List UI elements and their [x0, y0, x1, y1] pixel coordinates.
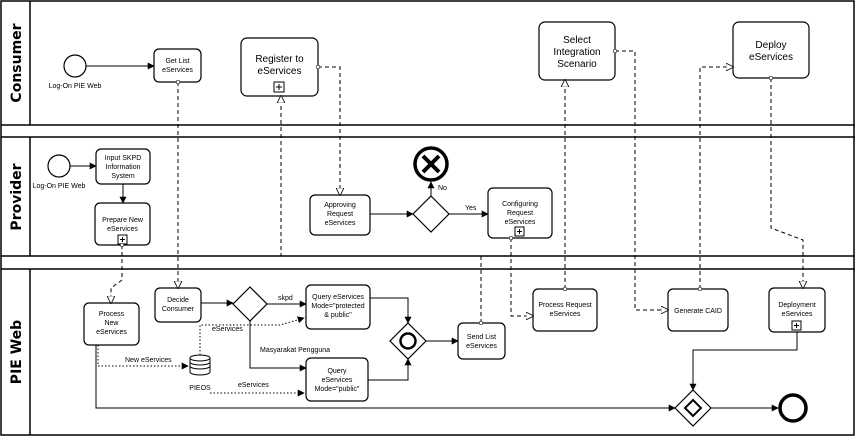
svg-text:Prepare New: Prepare New: [102, 217, 144, 224]
no-label: No: [438, 185, 447, 192]
pieweb-end-event: [778, 393, 808, 423]
svg-text:Generate CAID: Generate CAID: [674, 308, 722, 315]
svg-text:eServices: eServices: [258, 66, 302, 77]
svg-text:Consumer: Consumer: [162, 306, 195, 313]
task-decide-consumer: Decide Consumer: [154, 287, 202, 323]
eservices-label-1: eServices: [212, 326, 243, 333]
task-register-to-eservices: Register to eServices: [240, 37, 319, 97]
skpd-label: skpd: [278, 295, 293, 302]
masyarakat-label: Masyarakat Pengguna: [260, 347, 330, 354]
pieos-label: PIEOS: [189, 385, 211, 392]
svg-text:eServices: eServices: [466, 343, 497, 350]
task-generate-caid: Generate CAID: [667, 288, 729, 332]
end-merge-gateway: [674, 389, 712, 427]
task-prepare-new-eservices: Prepare New eServices: [94, 202, 151, 246]
yes-label: Yes: [465, 205, 477, 212]
svg-text:& public": & public": [324, 312, 352, 319]
svg-text:Deployment: Deployment: [778, 302, 815, 309]
svg-text:Request: Request: [327, 211, 353, 218]
provider-start-label: Log-On PIE Web: [33, 183, 86, 190]
svg-text:Request: Request: [507, 210, 533, 217]
svg-text:Register to: Register to: [255, 54, 304, 65]
svg-text:Decide: Decide: [167, 297, 189, 304]
lane-pieweb-label: PIE Web: [9, 320, 25, 384]
svg-text:Integration: Integration: [553, 47, 600, 58]
task-configuring-request-eservices: Configuring Request eServices: [487, 187, 553, 239]
lane-provider-label: Provider: [9, 163, 25, 230]
task-send-list-eservices: Send List eServices: [457, 322, 506, 360]
svg-text:Send List: Send List: [467, 334, 496, 341]
svg-text:Get List: Get List: [165, 58, 189, 65]
provider-lane: Log-On PIE Web Input SKPD Information Sy…: [33, 146, 553, 246]
svg-text:Mode="public": Mode="public": [315, 386, 360, 393]
task-input-skpd-information-system: Input SKPD Information System: [95, 148, 151, 185]
svg-text:eServices: eServices: [322, 377, 353, 384]
provider-end-event: [413, 146, 449, 182]
svg-text:eServices: eServices: [550, 311, 581, 318]
svg-text:Process Request: Process Request: [538, 302, 591, 309]
provider-decision-gateway: [412, 195, 450, 233]
message-flows: [111, 51, 803, 323]
svg-text:eServices: eServices: [96, 329, 127, 336]
pieweb-lane: Process New eServices Decide Consumer sk…: [83, 284, 826, 427]
svg-text:Process: Process: [99, 311, 125, 318]
task-select-integration-scenario: Select Integration Scenario: [538, 21, 616, 81]
task-query-eservices-protected-public: Query eServices Mode="protected & public…: [305, 284, 371, 330]
lane-consumer-label: Consumer: [9, 23, 25, 102]
svg-text:System: System: [111, 173, 135, 180]
svg-text:Query: Query: [327, 368, 347, 375]
pieweb-decision-gateway: [232, 286, 268, 322]
svg-text:Approving: Approving: [324, 202, 356, 209]
eservices-label-2: eServices: [238, 382, 269, 389]
task-process-request-eservices: Process Request eServices: [532, 288, 598, 332]
svg-text:Scenario: Scenario: [557, 59, 597, 70]
consumer-start-event: [63, 54, 87, 78]
svg-text:eServices: eServices: [505, 219, 536, 226]
svg-text:Deploy: Deploy: [755, 40, 786, 51]
merge-gateway: [389, 322, 427, 360]
task-deploy-eservices: Deploy eServices: [732, 21, 810, 79]
new-eservices-label: New eServices: [125, 357, 172, 364]
svg-text:Query eServices: Query eServices: [312, 294, 364, 301]
pieos-datastore: [189, 354, 211, 376]
provider-start-event: [47, 154, 71, 178]
task-approving-request-eservices: Approving Request eServices: [309, 194, 371, 236]
svg-text:eServices: eServices: [325, 220, 356, 227]
svg-text:Select: Select: [563, 35, 591, 46]
svg-text:Input SKPD: Input SKPD: [105, 155, 142, 162]
svg-text:Configuring: Configuring: [502, 201, 538, 208]
svg-text:eServices: eServices: [162, 67, 193, 74]
task-query-eservices-public: Query eServices Mode="public": [305, 357, 369, 402]
task-process-new-eservices: Process New eServices: [83, 302, 140, 346]
consumer-lane: Log-On PIE Web Get List eServices Regist…: [49, 21, 810, 97]
svg-text:New: New: [104, 320, 119, 327]
svg-text:Mode="protected: Mode="protected: [311, 303, 364, 310]
svg-text:eServices: eServices: [782, 311, 813, 318]
svg-text:eServices: eServices: [749, 52, 793, 63]
consumer-start-label: Log-On PIE Web: [49, 83, 102, 90]
task-deployment-eservices: Deployment eServices: [768, 287, 826, 333]
svg-text:Information: Information: [105, 164, 140, 171]
svg-text:eServices: eServices: [107, 226, 138, 233]
task-get-list-eservices: Get List eServices: [153, 48, 202, 83]
